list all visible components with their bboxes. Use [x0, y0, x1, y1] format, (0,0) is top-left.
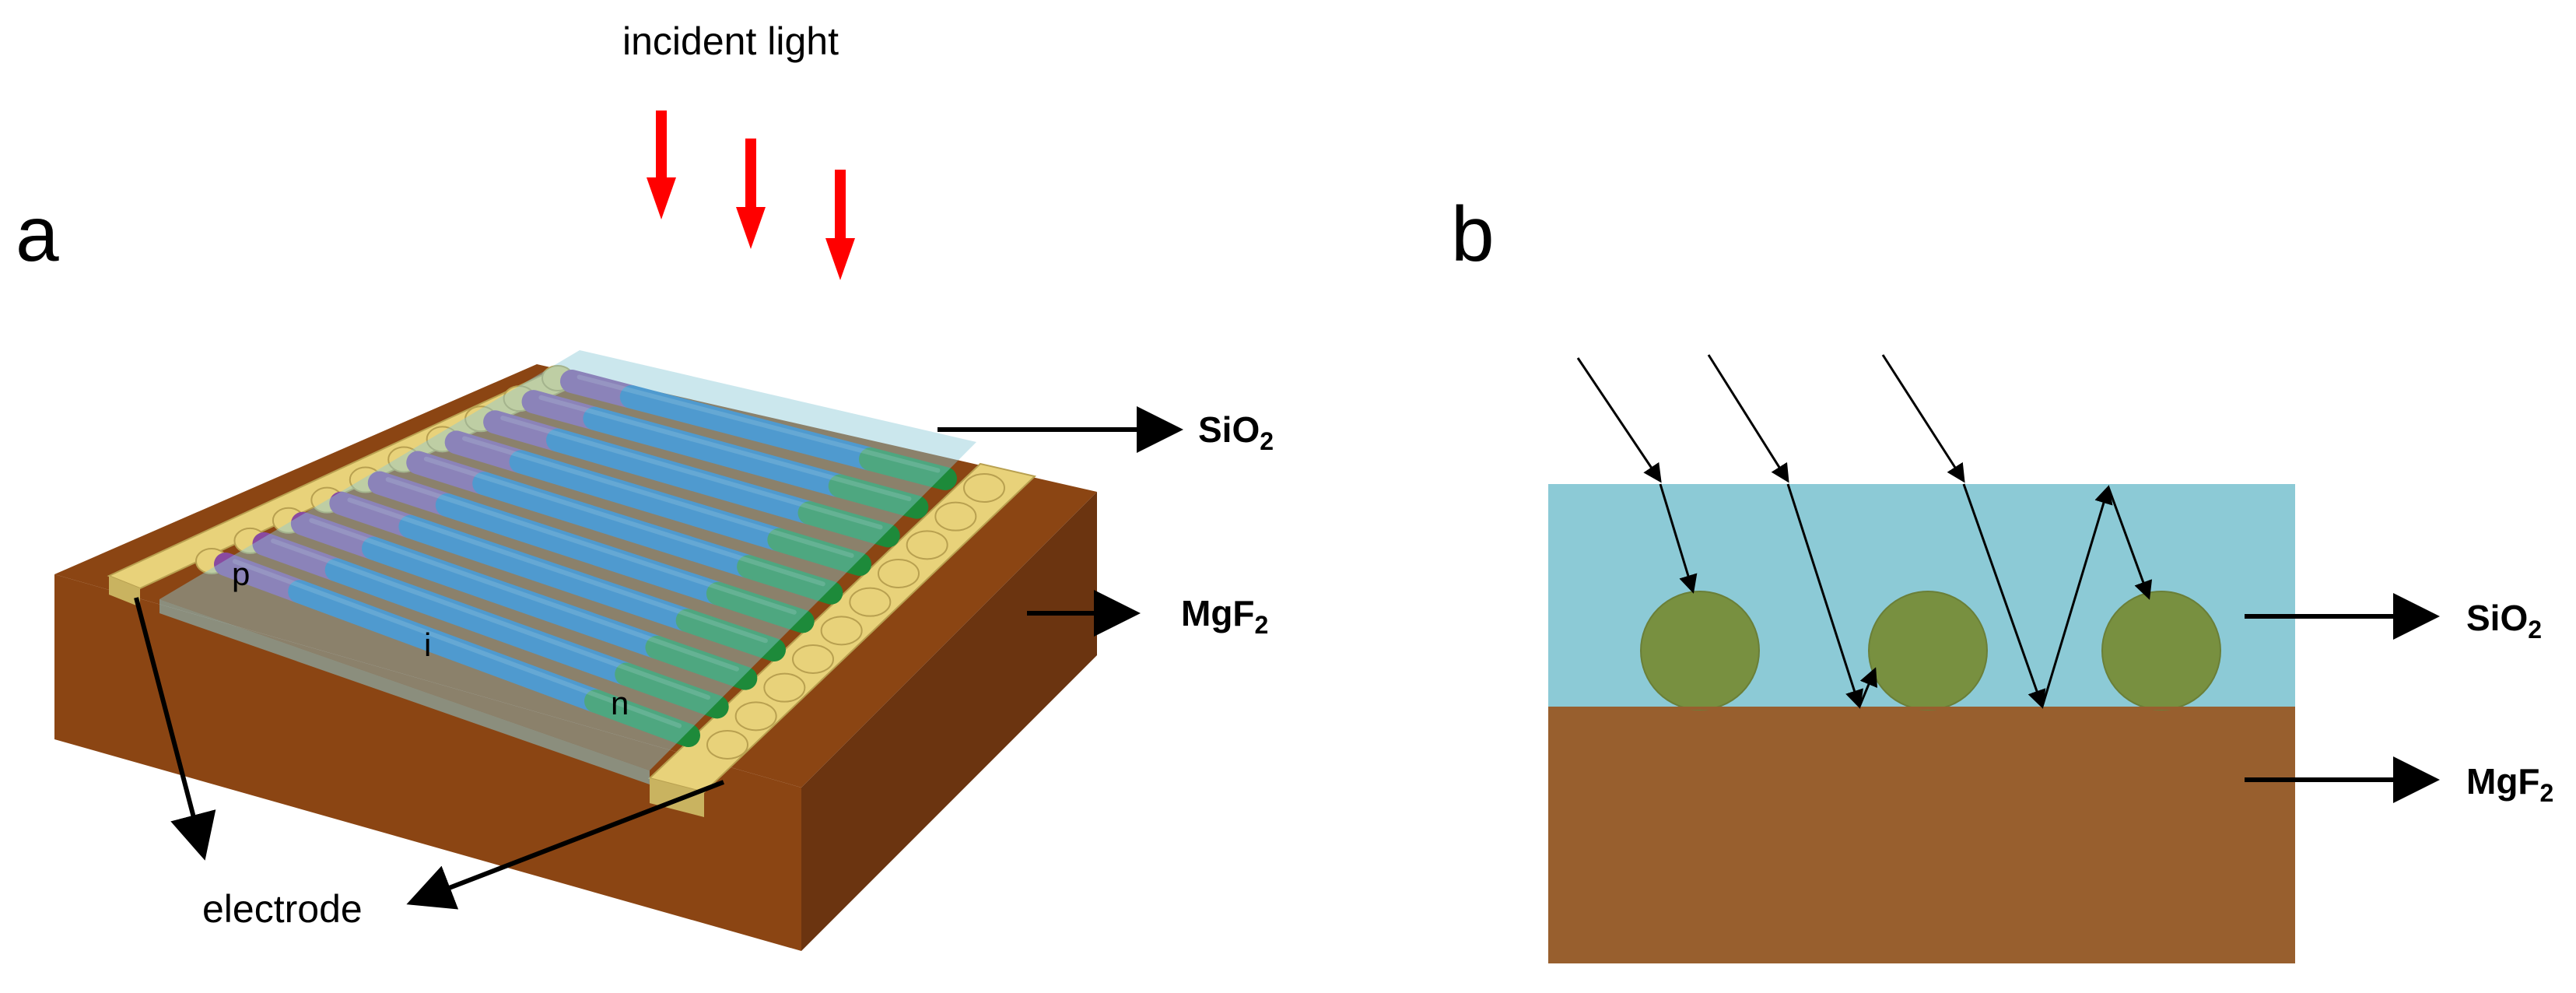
- nanowire-p-segment: [214, 553, 312, 604]
- light-ray-1: [1576, 357, 1698, 594]
- nanowire-highlight: [462, 436, 854, 558]
- nanowire-highlight: [577, 374, 941, 473]
- panel-a: a incident light: [16, 19, 1274, 951]
- nanowire: [503, 385, 977, 532]
- nanowire-right-pad: [963, 473, 1005, 503]
- mgf2-label-b: MgF2: [2466, 761, 2553, 807]
- nanowire-right-pad: [878, 559, 920, 588]
- nanowire: [349, 466, 863, 646]
- nanowire-right-pad: [906, 530, 948, 560]
- nanowire-right-pad: [820, 616, 863, 646]
- nanowire-n-segment: [706, 581, 815, 633]
- mgf2-label-a: MgF2: [1181, 593, 1268, 639]
- nanowire-i-segment: [546, 428, 822, 525]
- panel-b: b SiO2 MgF2: [1451, 191, 2553, 963]
- mgf2-label-a-sub: 2: [1255, 611, 1269, 639]
- nanowire: [426, 426, 920, 588]
- nanowire: [310, 486, 834, 674]
- nanowire-p-segment: [290, 511, 385, 560]
- nanowire-p-segment: [329, 491, 422, 539]
- particle-3: [2101, 591, 2221, 711]
- segment-n-label: n: [611, 685, 629, 721]
- sio2-label-b-sub: 2: [2528, 616, 2542, 644]
- nanowire-right-pad: [734, 701, 777, 732]
- electrode-arrow-left: [134, 597, 216, 861]
- nanowire-i-segment: [362, 536, 669, 659]
- nanowire-n-segment: [645, 635, 758, 690]
- nanowire-i-segment: [398, 514, 699, 633]
- nanowire-right-pad: [934, 501, 977, 532]
- mgf2-label-b-base: MgF: [2466, 761, 2540, 802]
- light-ray-2: [1707, 354, 1877, 709]
- nanowire-n-segment: [675, 609, 786, 661]
- nanowire-highlight: [309, 518, 739, 672]
- sio2-label-a-sub: 2: [1260, 427, 1274, 455]
- nanowire-n-segment: [767, 528, 871, 576]
- nanowire-n-segment: [859, 447, 957, 490]
- mgf2-label-b-sub: 2: [2540, 779, 2554, 807]
- nanowire-n-segment: [584, 689, 700, 747]
- nanowire-n-segment: [737, 555, 843, 605]
- nanowire-highlight: [538, 395, 912, 501]
- substrate-front: [54, 574, 801, 951]
- nanowire-n-segment: [797, 501, 900, 548]
- nanowire-right-pad: [706, 730, 748, 760]
- particle-1: [1640, 591, 1760, 711]
- nanowire-right-pad: [792, 644, 834, 674]
- nanowire-highlight: [500, 416, 883, 530]
- nanowire: [195, 548, 748, 760]
- incident-light-label: incident light: [622, 19, 839, 63]
- nanowire-highlight: [423, 456, 825, 587]
- nanowire-right-pad: [849, 587, 892, 617]
- nanowire-highlight: [347, 497, 768, 644]
- nanowire-n-segment: [828, 474, 929, 519]
- mgf2-label-a-base: MgF: [1181, 593, 1255, 633]
- segment-i-label: i: [424, 626, 431, 663]
- incident-light-arrows: [647, 111, 855, 280]
- incident-arrow-1: [647, 111, 676, 219]
- nanowire-i-segment: [509, 450, 791, 552]
- nanowire-p-segment: [252, 532, 349, 582]
- nanowire-i-segment: [435, 493, 730, 605]
- substrate-side: [801, 492, 1097, 951]
- nanowire-i-segment: [472, 472, 761, 579]
- nanowire: [387, 446, 892, 617]
- nanowires: [195, 365, 1005, 760]
- nanowire: [541, 365, 1005, 503]
- incident-arrow-2: [736, 139, 766, 249]
- light-ray-3: [1881, 354, 2153, 709]
- nanowire-i-segment: [619, 385, 882, 471]
- sio2-label-a-base: SiO: [1198, 409, 1260, 450]
- nanowire: [233, 527, 777, 732]
- sio2-label-a: SiO2: [1198, 409, 1274, 455]
- panel-a-letter: a: [16, 191, 59, 278]
- nanowire-highlight: [232, 559, 682, 728]
- electrode-arrow-right: [406, 780, 725, 910]
- nanowire-i-segment: [324, 558, 639, 686]
- nanowire: [464, 405, 948, 560]
- nanowire-i-segment: [583, 406, 852, 498]
- nanowire-highlight: [271, 539, 711, 700]
- nanowire-right-pad: [763, 672, 806, 703]
- sio2-layer: [159, 350, 976, 784]
- segment-p-label: p: [232, 556, 250, 592]
- mgf2-layer-b: [1548, 707, 2295, 963]
- incident-arrow-3: [825, 170, 855, 280]
- particle-2: [1868, 591, 1988, 711]
- nanowire-p-segment: [367, 471, 459, 517]
- electrode-label: electrode: [202, 887, 363, 931]
- nanowire-highlight: [385, 477, 797, 615]
- sio2-label-b: SiO2: [2466, 598, 2542, 644]
- nanowire: [272, 507, 806, 703]
- nanowire-i-segment: [288, 580, 608, 713]
- nanowire-n-segment: [615, 662, 729, 719]
- panel-b-letter: b: [1451, 191, 1495, 278]
- sio2-label-b-base: SiO: [2466, 598, 2528, 638]
